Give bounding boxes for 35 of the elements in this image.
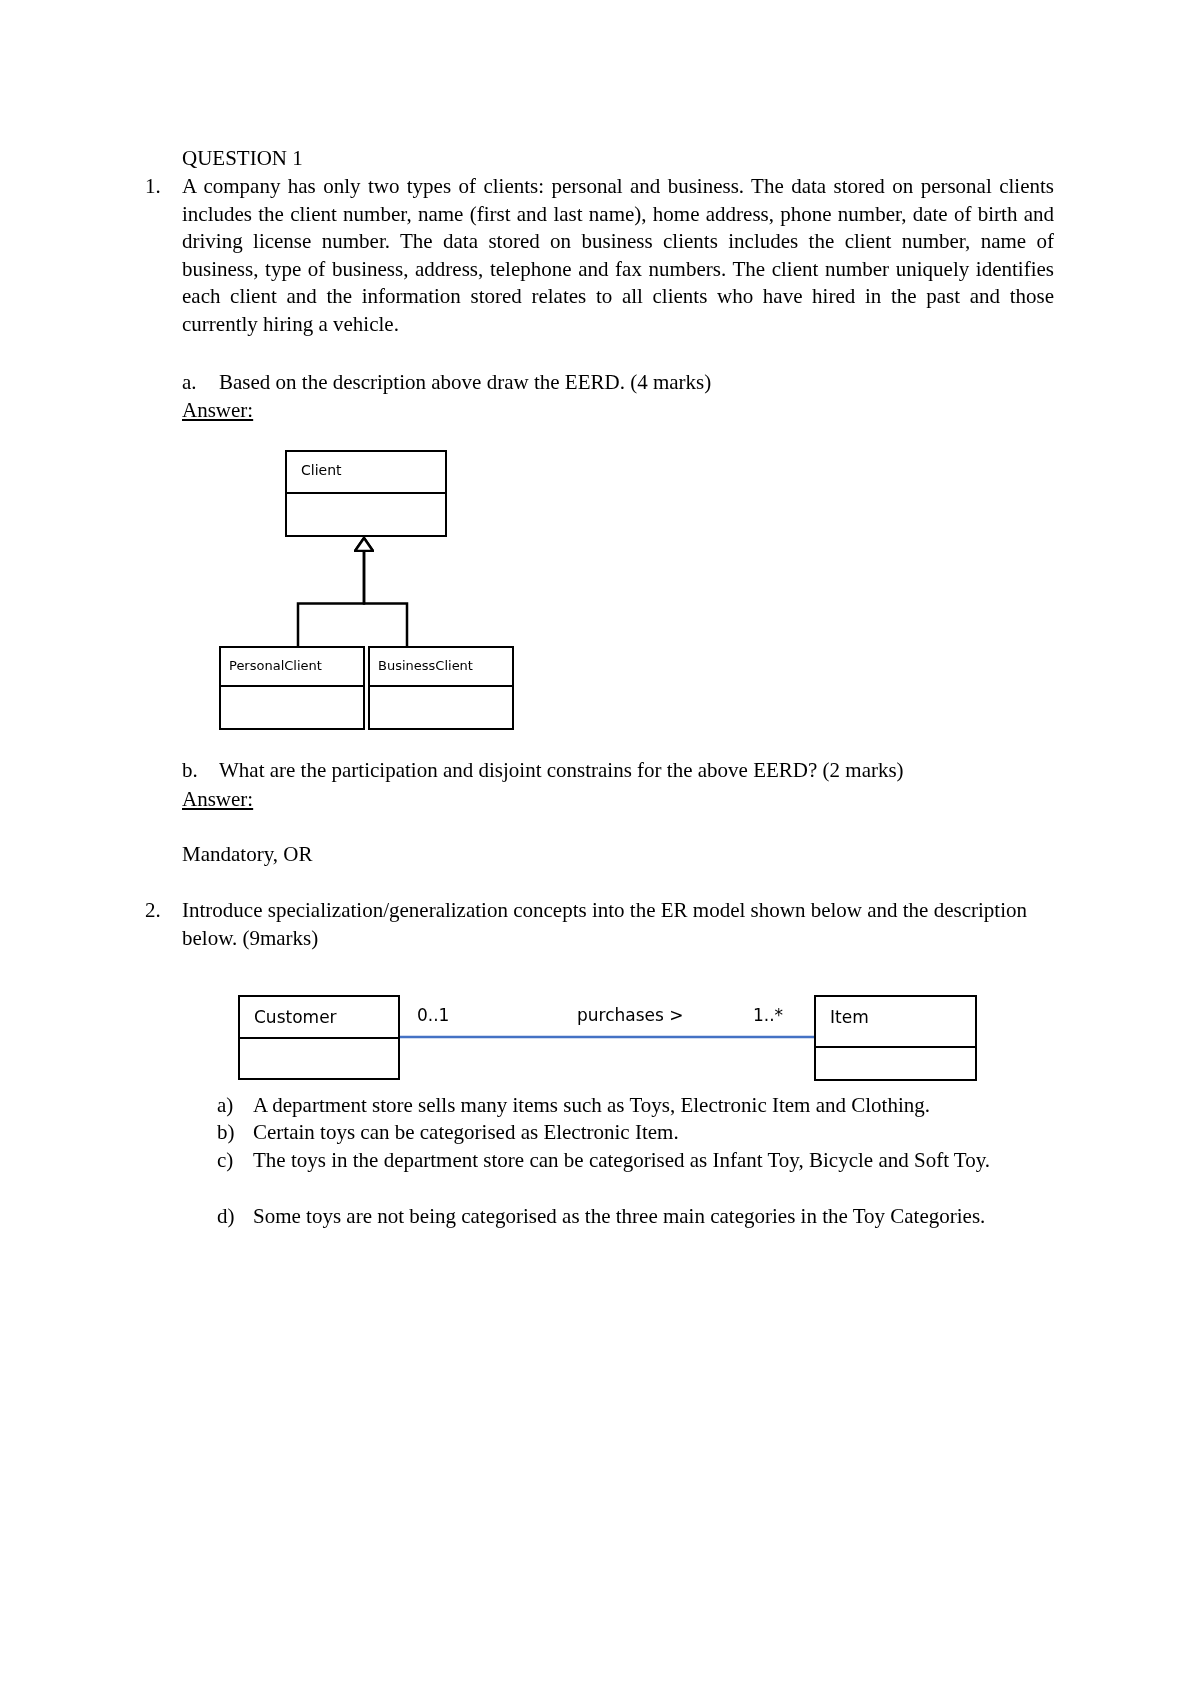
entity-name: Customer xyxy=(254,1007,337,1027)
question-text: What are the participation and disjoint constrains for the above EERD? (2 marks) xyxy=(219,757,904,784)
entity-name: PersonalClient xyxy=(229,658,322,673)
multiplicity-label: 1..* xyxy=(753,1005,784,1025)
edge-label: purchases > xyxy=(577,1005,684,1025)
entity-box xyxy=(285,450,447,537)
list-number: b. xyxy=(182,757,198,784)
list-item-text: The toys in the department store can be categorised as Infant Toy, Bicycle and Soft Toy. xyxy=(253,1147,992,1174)
entity-name: Item xyxy=(830,1007,869,1027)
multiplicity-label: 0..1 xyxy=(417,1005,450,1025)
list-number: b) xyxy=(217,1119,235,1146)
question-text: Introduce specialization/generalization concepts into the ER model shown below and the description below. (9marks) xyxy=(182,897,1028,952)
list-item-text: Certain toys can be categorised as Electronic Item. xyxy=(253,1119,680,1146)
entity-box xyxy=(368,646,514,730)
list-item-text: A department store sells many items such as Toys, Electronic Item and Clothing. xyxy=(253,1092,931,1119)
list-number: a. xyxy=(182,369,197,396)
list-number: a) xyxy=(217,1092,234,1119)
question-paragraph: A company has only two types of clients: personal and business. The data stored on personal clients includes the client number, name (first and last name), home address, phone number, date of birth and driving license number. The data stored on business clients includes the client number, name of business, type of business, address, telephone and fax numbers. The client number uniquely identifies each client and the information stored relates to all clients who have hired in the past and those currently hiring a vehicle. xyxy=(182,173,1054,338)
question-text: Based on the description above draw the EERD. (4 marks) xyxy=(219,369,712,396)
question-heading: QUESTION 1 xyxy=(182,145,303,172)
answer-heading: Answer: xyxy=(182,786,254,813)
list-number: d) xyxy=(217,1203,235,1230)
list-number: c) xyxy=(217,1147,234,1174)
association-line xyxy=(400,1035,814,1039)
answer-text: Mandatory, OR xyxy=(182,841,313,868)
entity-box xyxy=(238,995,400,1080)
entity-box xyxy=(219,646,365,730)
entity-box xyxy=(814,995,977,1081)
list-item-text: Some toys are not being categorised as the three main categories in the Toy Categories. xyxy=(253,1203,987,1230)
list-number: 1. xyxy=(145,173,161,200)
answer-heading: Answer: xyxy=(182,397,254,424)
generalization-arrow xyxy=(353,536,409,646)
entity-name: Client xyxy=(301,462,342,478)
entity-name: BusinessClient xyxy=(378,658,473,673)
list-number: 2. xyxy=(145,897,161,924)
